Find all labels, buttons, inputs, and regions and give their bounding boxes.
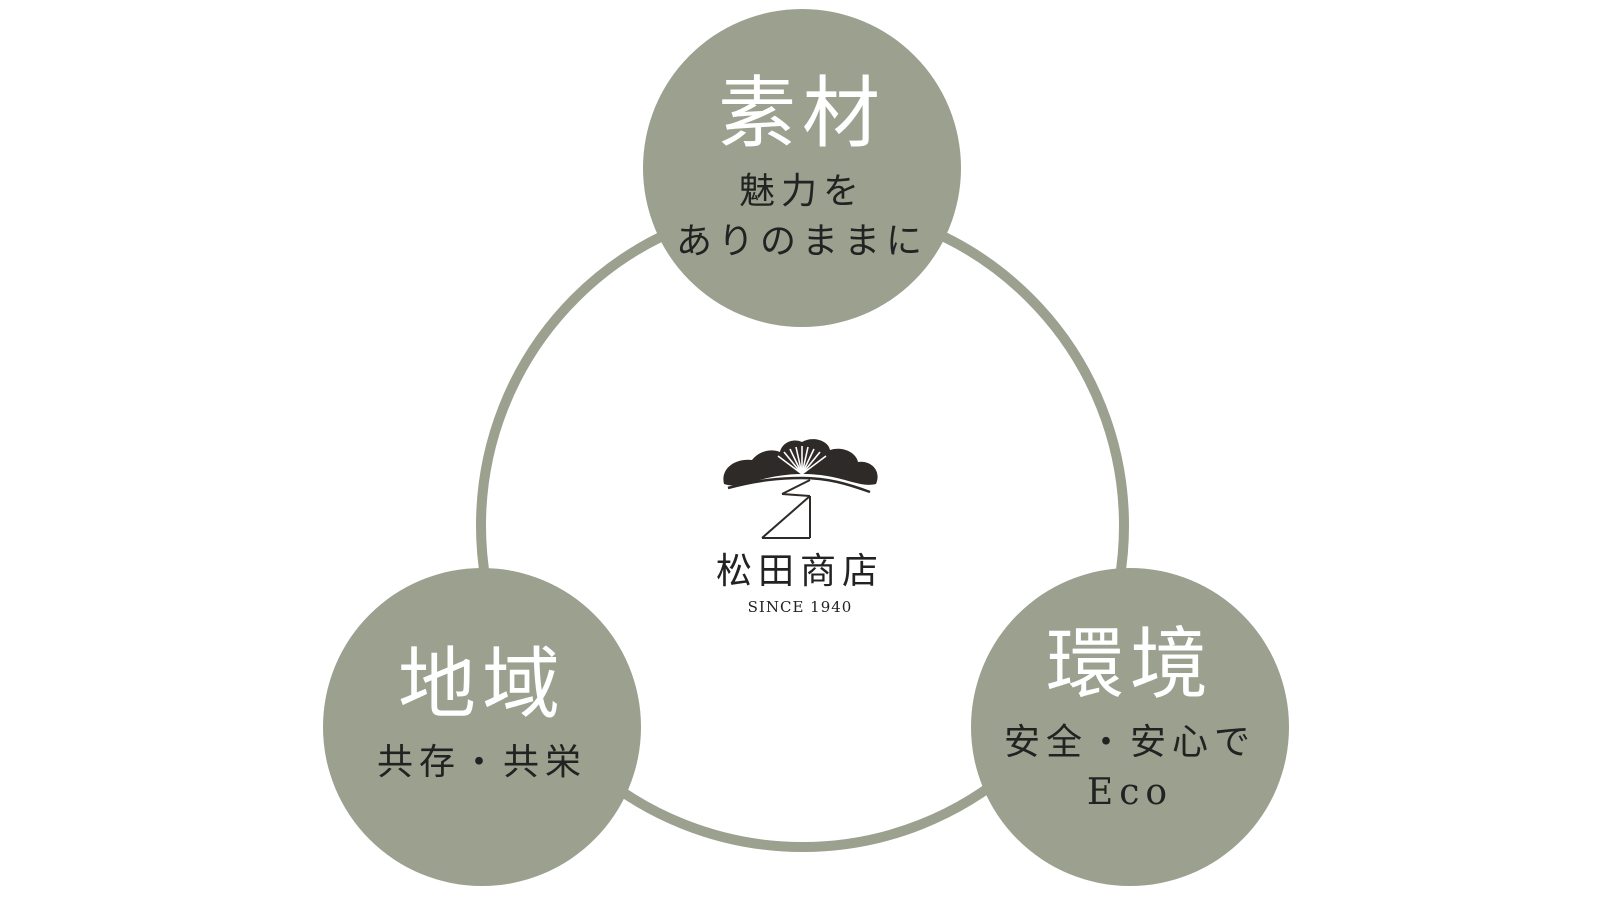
node-subtitle: 安全・安心で Eco xyxy=(1003,721,1256,813)
node-title: 環境 xyxy=(1045,619,1214,710)
node-title: 素材 xyxy=(717,68,886,159)
shop-name: 松田商店 xyxy=(715,551,884,592)
pine-tree-logo-icon xyxy=(723,439,878,539)
since-label: SINCE 1940 xyxy=(747,598,853,616)
node-subtitle: 共存・共栄 xyxy=(376,741,587,783)
node-community: 地域 共存・共栄 xyxy=(323,568,641,886)
node-title: 地域 xyxy=(397,639,566,730)
node-subtitle: 魅力を ありのままに xyxy=(675,170,928,262)
node-materials: 素材 魅力を ありのままに xyxy=(643,9,961,327)
node-environment: 環境 安全・安心で Eco xyxy=(971,568,1289,886)
center-logo: 松田商店 SINCE 1940 xyxy=(702,434,898,615)
